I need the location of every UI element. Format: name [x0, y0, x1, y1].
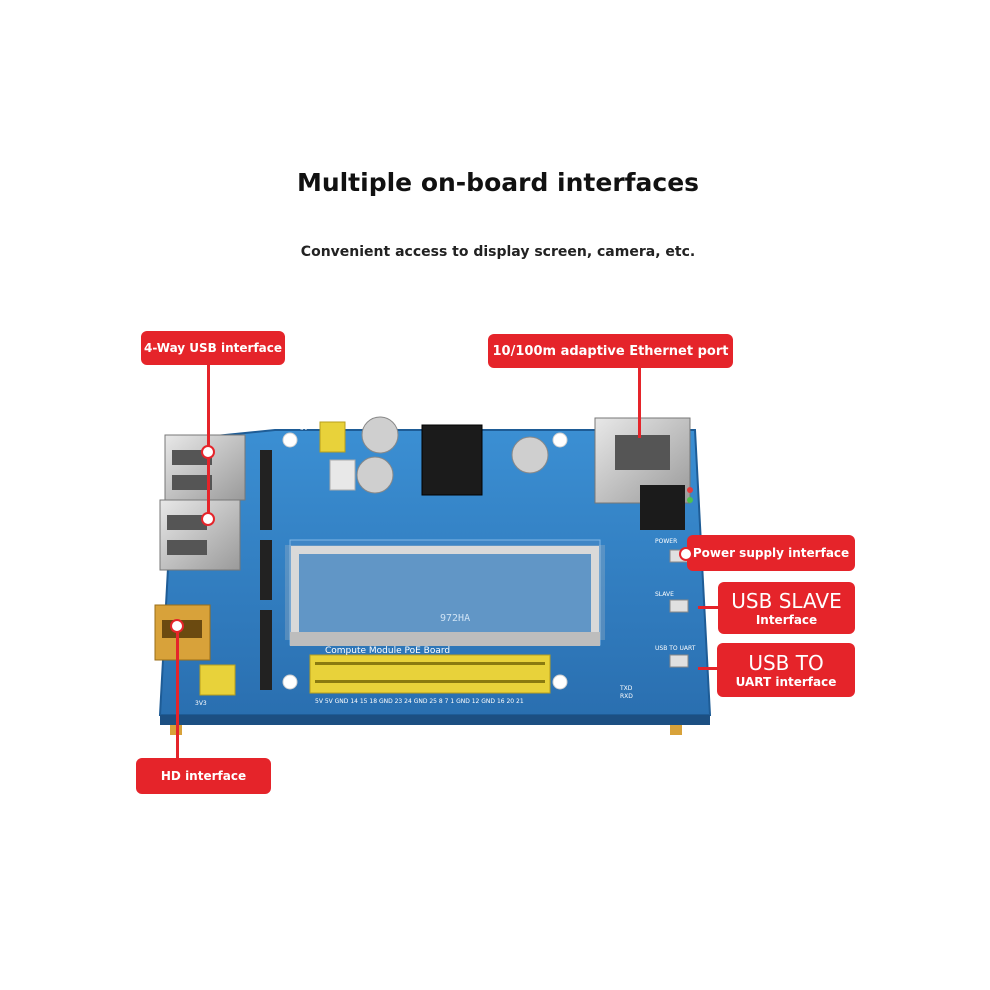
- svg-text:Compute Module PoE Board: Compute Module PoE Board: [325, 646, 450, 656]
- page-subtitle: Convenient access to display screen, cam…: [300, 244, 696, 260]
- label-ethernet-port: 10/100m adaptive Ethernet port: [488, 334, 733, 368]
- label-ethernet-text: 10/100m adaptive Ethernet port: [492, 343, 729, 359]
- label-usb-slave: USB SLAVE Interface: [718, 582, 855, 634]
- svg-text:TXD: TXD: [619, 685, 633, 692]
- svg-text:SLAVE: SLAVE: [655, 591, 674, 598]
- svg-text:5V: 5V: [300, 425, 309, 432]
- connector-line-usb-slave: [698, 606, 718, 609]
- connector-line-ethernet: [638, 368, 641, 438]
- svg-text:RXD: RXD: [620, 693, 633, 700]
- compute-module-board-image: 972HA Compute Module PoE Board 5V 5V GND…: [154, 416, 712, 735]
- svg-text:USB TO UART: USB TO UART: [655, 645, 696, 652]
- pointer-usb-bottom: [201, 512, 215, 526]
- svg-text:POWER: POWER: [655, 538, 677, 545]
- connector-line-hd: [176, 625, 179, 758]
- label-usb-uart-line2: UART interface: [735, 675, 837, 689]
- label-power-text: Power supply interface: [692, 546, 850, 560]
- svg-text:972HA: 972HA: [440, 613, 470, 624]
- label-usb-uart: USB TO UART interface: [717, 643, 855, 697]
- label-usb-slave-line1: USB SLAVE: [731, 589, 842, 613]
- label-hd-text: HD interface: [160, 769, 247, 783]
- page-title: Multiple on-board interfaces: [296, 168, 700, 197]
- pointer-usb-top: [201, 445, 215, 459]
- pointer-hd: [170, 619, 184, 633]
- label-hd-interface: HD interface: [136, 758, 271, 794]
- svg-text:5V 5V GND 14 15 18 GND 23 24 G: 5V 5V GND 14 15 18 GND 23 24 GND 25 8 7 …: [315, 698, 524, 705]
- pointer-power: [679, 547, 693, 561]
- label-usb-text: 4-Way USB interface: [143, 341, 283, 355]
- label-usb-uart-line1: USB TO: [748, 651, 824, 675]
- label-usb-slave-line2: Interface: [755, 613, 818, 627]
- svg-text:3V3: 3V3: [195, 700, 207, 707]
- connector-line-usb-uart: [698, 667, 718, 670]
- connector-line-usb: [207, 365, 210, 520]
- label-usb-interface: 4-Way USB interface: [141, 331, 285, 365]
- label-power-supply: Power supply interface: [687, 535, 855, 571]
